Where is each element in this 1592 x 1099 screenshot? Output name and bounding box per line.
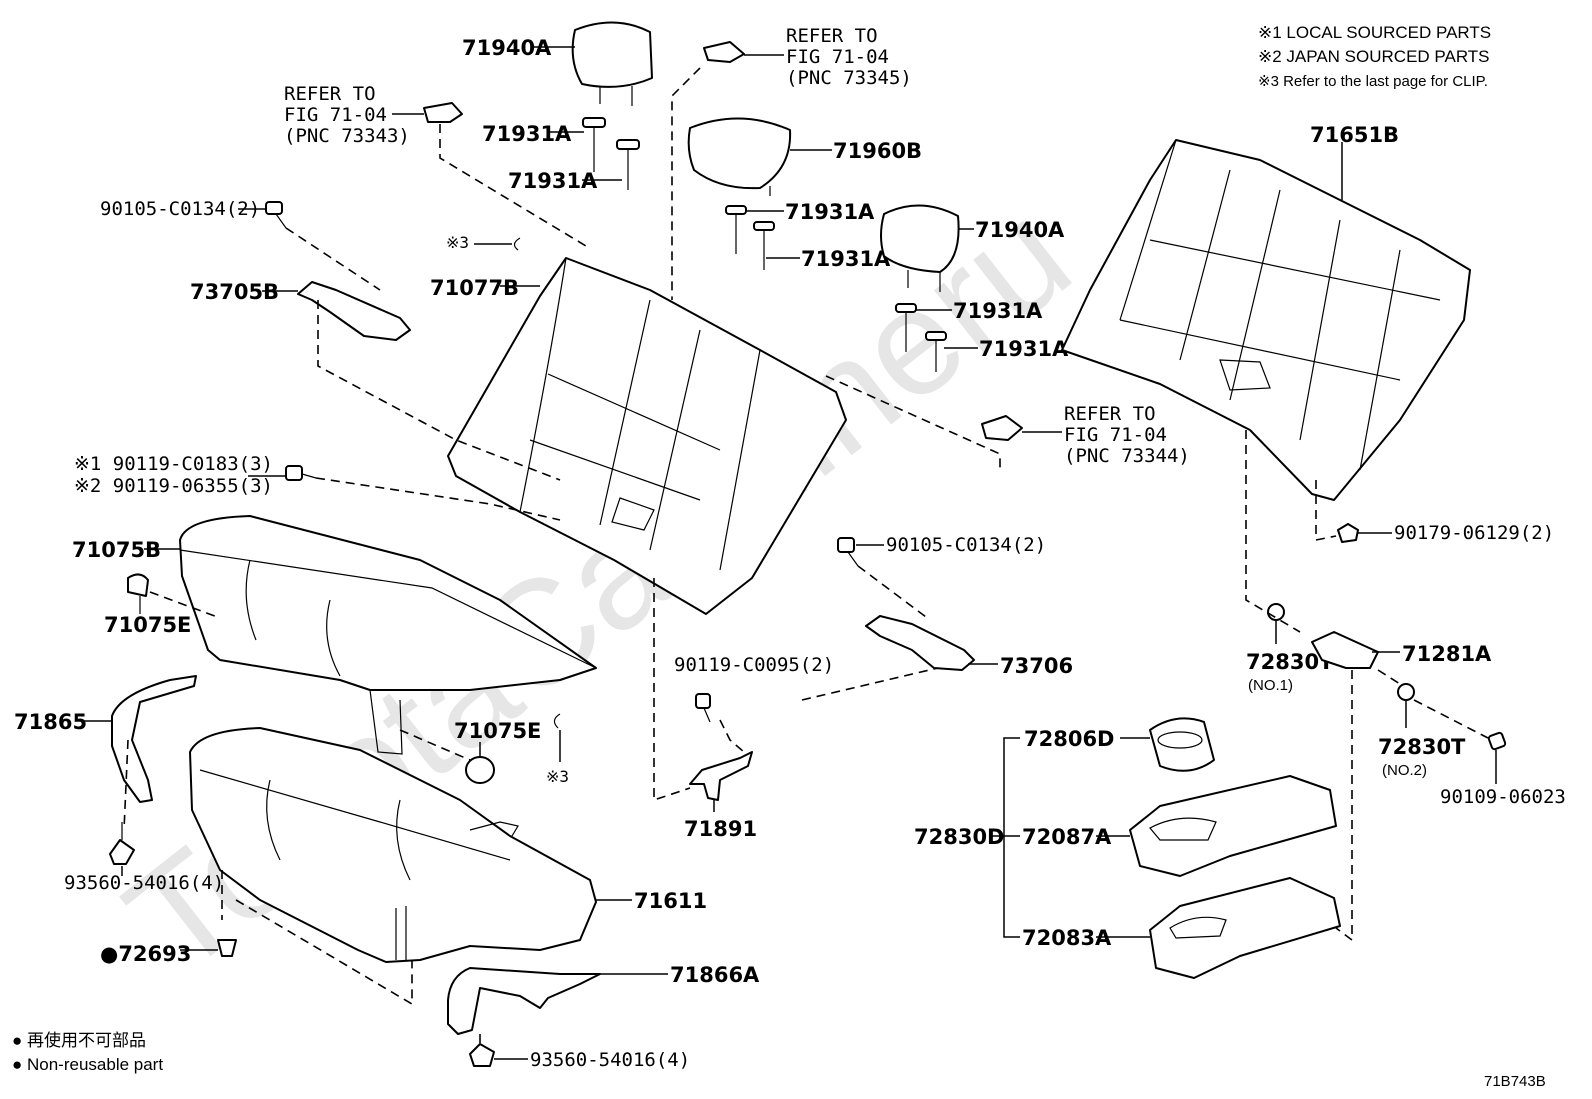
refer-73343-line1: REFER TO xyxy=(284,83,376,105)
cap-71075E-right[interactable] xyxy=(465,756,495,784)
label-72083A: 72083A xyxy=(1022,926,1112,950)
refer-73343-line3: (PNC 73343) xyxy=(284,125,410,147)
bolt-93560-left[interactable] xyxy=(109,822,135,865)
refer-73343-line2: FIG 71-04 xyxy=(284,104,387,126)
refer-73345-line3: (PNC 73345) xyxy=(786,67,912,89)
label-90119-C0095: 90119-C0095(2) xyxy=(674,654,834,676)
legend-non-reusable-en: ● Non-reusable part xyxy=(12,1055,163,1074)
assembly-lines xyxy=(123,67,1489,1046)
refer-73344-line1: REFER TO xyxy=(1064,403,1156,425)
note-japan-sourced: ※2 JAPAN SOURCED PARTS xyxy=(1258,47,1490,66)
bolt-90105-right[interactable] xyxy=(837,537,859,567)
bracket-71865[interactable] xyxy=(111,675,197,803)
label-90105-right: 90105-C0134(2) xyxy=(886,534,1046,556)
label-71075E-right: 71075E xyxy=(454,719,541,743)
seat-cushion-pad-71611[interactable] xyxy=(189,727,597,963)
hinge-71281A[interactable] xyxy=(1311,631,1379,669)
refer-73344-line3: (PNC 73344) xyxy=(1064,445,1190,467)
note-local-sourced: ※1 LOCAL SOURCED PARTS xyxy=(1258,23,1491,42)
bushing-72830T-no2[interactable] xyxy=(1397,683,1415,701)
clip-72693[interactable] xyxy=(217,939,237,957)
label-71940A-top: 71940A xyxy=(462,36,552,60)
label-72830T-no2-sub: (NO.2) xyxy=(1382,762,1427,779)
headrest-71940A-right[interactable] xyxy=(880,204,960,292)
bolt-90109[interactable] xyxy=(1487,731,1507,751)
label-72693: ●72693 xyxy=(100,942,191,966)
armrest-base-72083A[interactable] xyxy=(1149,877,1341,979)
label-72806D: 72806D xyxy=(1024,727,1115,751)
label-71865: 71865 xyxy=(14,710,87,734)
label-71931A-6: 71931A xyxy=(979,337,1069,361)
headrest-71960B[interactable] xyxy=(687,117,792,196)
armrest-cover-72087A[interactable] xyxy=(1129,775,1337,877)
label-71651B: 71651B xyxy=(1310,123,1399,147)
label-71960B: 71960B xyxy=(833,139,922,163)
label-71866A: 71866A xyxy=(670,963,760,987)
bracket-73705B[interactable] xyxy=(297,281,411,341)
headrest-guide-pair-mid[interactable] xyxy=(725,205,775,270)
seatback-frame-71651B[interactable] xyxy=(1061,139,1471,501)
label-71931A-2: 71931A xyxy=(508,169,598,193)
label-90119-local: ※1 90119-C0183(3) xyxy=(74,453,273,475)
headrest-support-73345[interactable] xyxy=(703,41,745,63)
headrest-71940A-top[interactable] xyxy=(571,21,653,106)
label-93560-left: 93560-54016(4) xyxy=(64,872,224,894)
nut-90179[interactable] xyxy=(1337,523,1359,543)
headrest-support-73343[interactable] xyxy=(423,102,463,123)
label-72830D: 72830D xyxy=(914,825,1005,849)
label-93560-bottom: 93560-54016(4) xyxy=(530,1049,690,1071)
diagram-code: 71B743B xyxy=(1484,1073,1546,1090)
label-72087A: 72087A xyxy=(1022,825,1112,849)
label-71077B: 71077B xyxy=(430,276,519,300)
label-71611: 71611 xyxy=(634,889,707,913)
refer-73344-line2: FIG 71-04 xyxy=(1064,424,1167,446)
label-90119-japan: ※2 90119-06355(3) xyxy=(74,475,273,497)
bolt-90119-C0095[interactable] xyxy=(695,693,711,723)
label-71931A-5: 71931A xyxy=(953,299,1043,323)
headrest-support-73344[interactable] xyxy=(981,415,1023,441)
label-71075E-left: 71075E xyxy=(104,613,191,637)
label-71931A-4: 71931A xyxy=(801,247,891,271)
label-71281A: 71281A xyxy=(1402,642,1492,666)
label-90109: 90109-06023 xyxy=(1440,786,1566,808)
bolt-93560-bottom[interactable] xyxy=(469,1043,495,1067)
label-90105-left: 90105-C0134(2) xyxy=(100,198,260,220)
bolt-90119-upper[interactable] xyxy=(285,465,317,481)
clip-71075E-left[interactable] xyxy=(127,573,149,614)
label-71891: 71891 xyxy=(684,817,757,841)
label-73706: 73706 xyxy=(1000,654,1073,678)
headrest-guide-pair-right[interactable] xyxy=(895,303,947,372)
label-72830T-no2: 72830T xyxy=(1378,735,1466,759)
headrest-guide-pair-top[interactable] xyxy=(582,117,640,190)
label-90179: 90179-06129(2) xyxy=(1394,522,1554,544)
label-71931A-3: 71931A xyxy=(785,200,875,224)
label-71075B: 71075B xyxy=(72,538,161,562)
label-71931A-1: 71931A xyxy=(482,122,572,146)
bracket-71891[interactable] xyxy=(689,751,753,801)
legend-non-reusable-jp: ● 再使用不可部品 xyxy=(12,1030,146,1050)
label-71940A-right: 71940A xyxy=(975,218,1065,242)
cup-holder-72806D[interactable] xyxy=(1149,717,1215,772)
seatback-71077B[interactable] xyxy=(447,257,847,615)
label-73705B: 73705B xyxy=(190,280,279,304)
refer-73345-line1: REFER TO xyxy=(786,25,878,47)
clip-mark-lower: ※3 xyxy=(546,767,569,786)
bracket-71866A[interactable] xyxy=(447,967,601,1035)
bushing-72830T-no1[interactable] xyxy=(1267,603,1285,621)
seat-cushion-cover-71075B[interactable] xyxy=(179,515,597,755)
bolt-90105-left[interactable] xyxy=(265,201,287,229)
clip-mark-upper: ※3 xyxy=(446,233,469,252)
note-clip-reference: ※3 Refer to the last page for CLIP. xyxy=(1258,73,1488,90)
bracket-73706[interactable] xyxy=(865,615,975,671)
label-72830T-no1-sub: (NO.1) xyxy=(1248,677,1293,694)
refer-73345-line2: FIG 71-04 xyxy=(786,46,889,68)
